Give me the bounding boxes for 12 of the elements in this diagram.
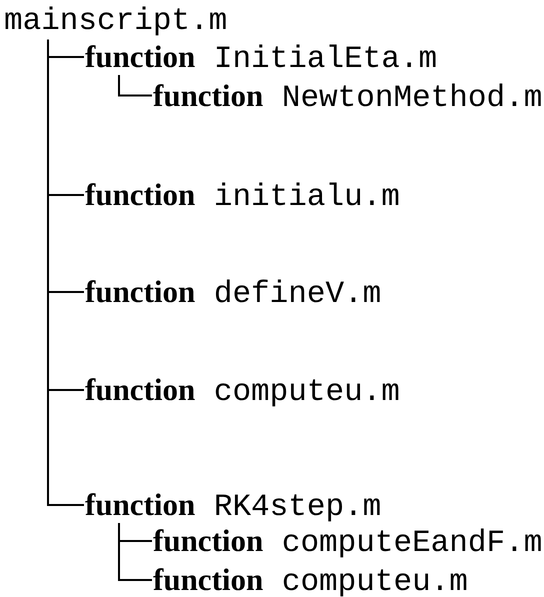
function-entry: function InitialEta.m bbox=[85, 39, 438, 78]
tree-line bbox=[118, 75, 152, 96]
script-name: mainscript.m bbox=[4, 4, 228, 40]
tree-line bbox=[118, 523, 152, 581]
function-entry: function computeu.m bbox=[85, 372, 400, 411]
function-entry: function computeu.m bbox=[153, 562, 468, 597]
function-entry: function initialu.m bbox=[85, 177, 400, 216]
function-entry: function RK4step.m bbox=[85, 487, 382, 526]
function-entry: function computeEandF.m bbox=[153, 523, 542, 562]
function-entry: function NewtonMethod.m bbox=[153, 78, 542, 116]
function-entry: function defineV.m bbox=[85, 274, 382, 313]
tree-line bbox=[47, 40, 84, 506]
